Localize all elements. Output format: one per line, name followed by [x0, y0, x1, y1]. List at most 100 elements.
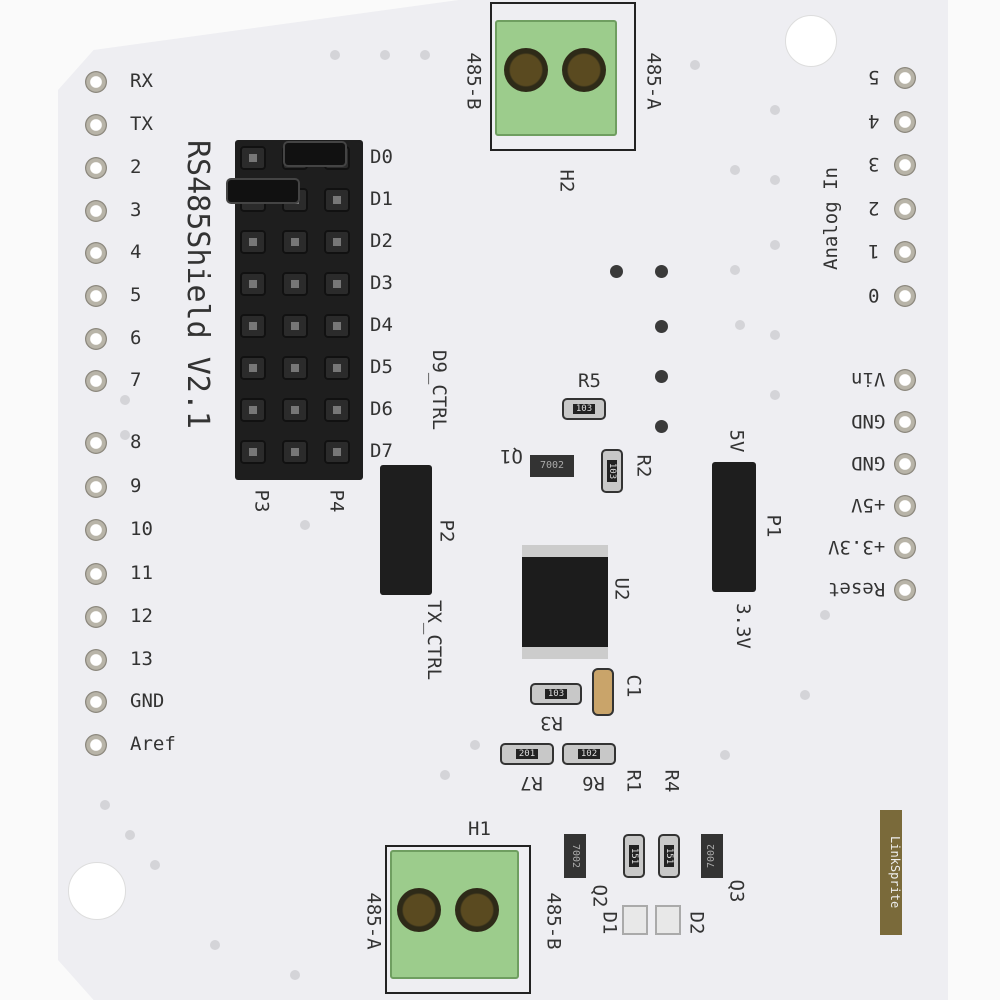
via [150, 860, 160, 870]
jumper-pin[interactable] [324, 440, 350, 464]
jumper-p2[interactable] [380, 465, 432, 595]
power-pin[interactable] [894, 411, 916, 433]
jumper-pin[interactable] [324, 230, 350, 254]
jumper-pin[interactable] [282, 230, 308, 254]
d1-label: D1 [598, 911, 621, 935]
pin-label: RX [130, 70, 153, 92]
pin-label: TX [130, 113, 153, 135]
via [120, 395, 130, 405]
screw-icon[interactable] [455, 888, 499, 932]
via [730, 165, 740, 175]
header-pin[interactable] [85, 691, 107, 713]
jumper-pin[interactable] [282, 272, 308, 296]
header-pin[interactable] [85, 285, 107, 307]
jumper-pin[interactable] [324, 356, 350, 380]
p3-label: P3 [250, 489, 273, 513]
analog-pin[interactable] [894, 110, 916, 133]
jumper-pin[interactable] [282, 314, 308, 338]
pin-label: +3.3V [827, 536, 885, 558]
jumper-pin[interactable] [282, 398, 308, 422]
brand-logo: LinkSprite [880, 810, 902, 935]
pin-label: 4 [868, 109, 880, 132]
power-pin[interactable] [894, 369, 916, 391]
via [720, 750, 730, 760]
p1-label: P1 [762, 514, 785, 538]
header-pin[interactable] [85, 606, 107, 628]
header-pin[interactable] [85, 200, 107, 222]
via [655, 265, 668, 278]
analog-pin[interactable] [894, 241, 916, 263]
via [440, 770, 450, 780]
screw-icon[interactable] [397, 888, 441, 932]
screw-icon[interactable] [562, 48, 606, 92]
led-d2 [655, 905, 681, 935]
p4-label: P4 [325, 489, 348, 513]
jumper-p1[interactable] [712, 462, 756, 592]
jumper-pin[interactable] [324, 314, 350, 338]
jumper-pin[interactable] [240, 146, 266, 170]
jumper-pin[interactable] [240, 314, 266, 338]
jumper-pin[interactable] [324, 272, 350, 296]
power-pin[interactable] [894, 495, 916, 517]
transistor-q1: 7002 [530, 455, 574, 477]
analog-pin[interactable] [894, 197, 916, 220]
p1-3v3-label: 3.3V [731, 603, 754, 649]
via [210, 940, 220, 950]
jumper-pin[interactable] [282, 356, 308, 380]
jumper-pin[interactable] [240, 440, 266, 464]
header-pin[interactable] [85, 71, 107, 93]
board-title: RS485Shield V2.1 [180, 140, 215, 429]
pin-label: 1 [868, 240, 880, 262]
analog-pin[interactable] [894, 284, 916, 307]
r4-label: R4 [660, 769, 683, 793]
pin-label: 9 [130, 475, 142, 497]
pin-label: GND [850, 410, 885, 432]
jumper-pin[interactable] [282, 440, 308, 464]
transistor-q3: 7002 [701, 834, 723, 878]
header-pin[interactable] [85, 432, 107, 454]
header-pin[interactable] [85, 519, 107, 541]
header-pin[interactable] [85, 476, 107, 498]
screw-icon[interactable] [504, 48, 548, 92]
via [655, 370, 668, 383]
header-pin[interactable] [85, 114, 107, 136]
power-pin[interactable] [894, 537, 916, 559]
pin-label: 7 [130, 369, 142, 391]
resistor-r5: 103 [562, 398, 606, 420]
h1-485b-label: 485-B [542, 892, 565, 950]
power-pin[interactable] [894, 453, 916, 475]
jumper-cap[interactable] [228, 180, 298, 202]
via [655, 420, 668, 433]
via [470, 740, 480, 750]
via [730, 265, 740, 275]
header-pin[interactable] [85, 328, 107, 350]
jumper-cap[interactable] [285, 143, 345, 165]
jumper-pin[interactable] [324, 398, 350, 422]
u2-label: U2 [610, 577, 633, 601]
pin-label: Aref [130, 733, 176, 755]
jumper-pin[interactable] [240, 230, 266, 254]
via [655, 320, 668, 333]
pcb-board [58, 0, 948, 1000]
header-pin[interactable] [85, 649, 107, 671]
jumper-pin[interactable] [240, 356, 266, 380]
header-pin[interactable] [85, 563, 107, 585]
q1-label: Q1 [500, 445, 523, 467]
via [120, 430, 130, 440]
header-pin[interactable] [85, 734, 107, 756]
analog-pin[interactable] [894, 154, 916, 176]
h1-485a-label: 485-A [362, 892, 385, 950]
jumper-pin[interactable] [240, 272, 266, 296]
c1-label: C1 [622, 674, 645, 698]
jumper-pin[interactable] [324, 188, 350, 212]
header-pin[interactable] [85, 370, 107, 392]
mount-hole [785, 15, 837, 67]
power-pin[interactable] [894, 579, 916, 601]
capacitor-c1 [592, 668, 614, 716]
jumper-pin[interactable] [240, 398, 266, 422]
via [610, 265, 623, 278]
header-pin[interactable] [85, 157, 107, 179]
pin-label: 13 [130, 648, 153, 670]
header-pin[interactable] [85, 242, 107, 264]
analog-pin[interactable] [894, 67, 916, 89]
